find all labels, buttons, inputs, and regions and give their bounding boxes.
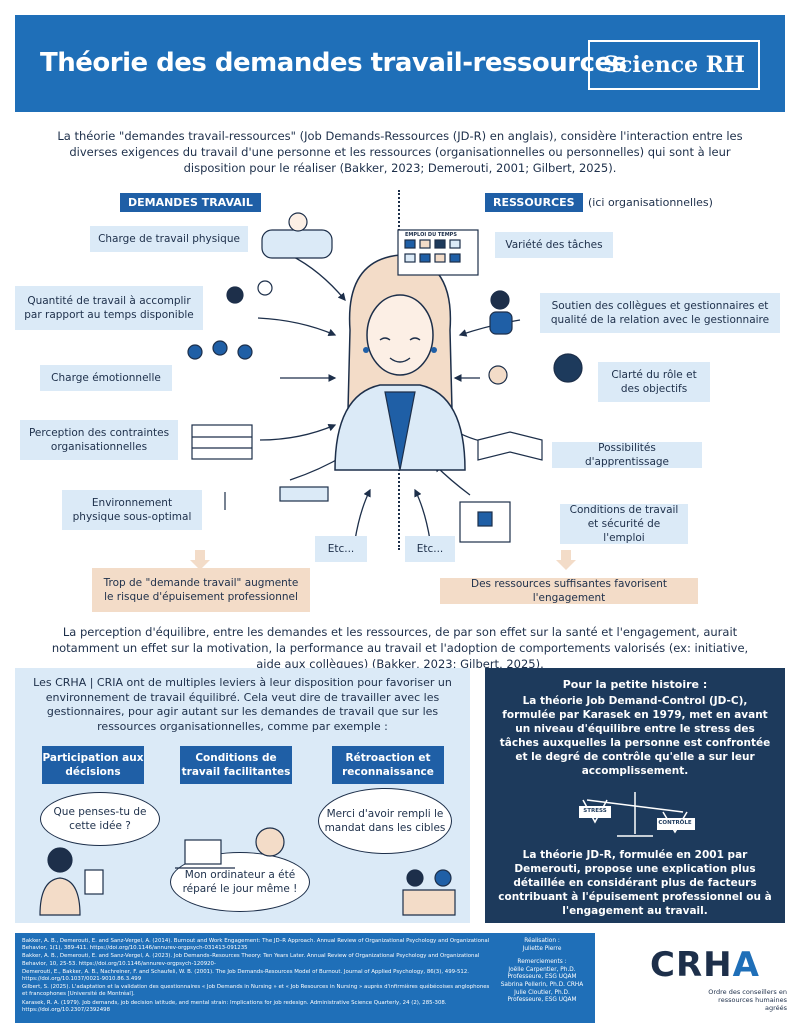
lever-feedback-title: Rétroaction et reconnaissance xyxy=(332,746,444,784)
footer-banner xyxy=(15,933,595,1023)
lever-participation-bubble: Que penses-tu de cette idée ? xyxy=(40,792,160,846)
brand-badge: Science RH xyxy=(588,40,760,90)
reference-item: Karasek, R. A. (1979). Job demands, job … xyxy=(22,999,447,1013)
demand-workload-time: Quantité de travail à accomplir par rapp… xyxy=(15,286,203,330)
credits-line: Joëlle Carpentier, Ph.D. xyxy=(508,966,576,973)
resource-task-variety: Variété des tâches xyxy=(495,232,613,258)
credits-label-thanks: Remerciements : xyxy=(517,959,567,966)
down-arrow-icon xyxy=(190,550,210,570)
resource-support: Soutien des collègues et gestionnaires e… xyxy=(540,293,780,333)
resource-role-clarity: Clarté du rôle et des objectifs xyxy=(598,362,710,402)
resources-title: RESSOURCES xyxy=(485,193,583,212)
resources-note: (ici organisationnelles) xyxy=(588,196,713,209)
reference-item: Bakker, A. B., Demerouti, E. and Sanz-Ve… xyxy=(22,938,490,952)
history-heading: Pour la petite histoire : xyxy=(562,678,708,691)
woman-illustration xyxy=(334,254,466,471)
page-title: Théorie des demandes travail-ressources xyxy=(40,48,627,78)
schedule-label: EMPLOI DU TEMPS xyxy=(405,232,457,238)
references-list: Bakker, A. B., Demerouti, E. and Sanz-Ve… xyxy=(22,938,490,1015)
resource-learning: Possibilités d'apprentissage xyxy=(552,442,702,468)
history-jdc-text: La théorie Job Demand-Control (JD-C), fo… xyxy=(499,695,771,777)
demands-title: DEMANDES TRAVAIL xyxy=(120,193,261,212)
resource-etc: Etc... xyxy=(405,536,455,562)
balance-text: La perception d'équilibre, entre les dem… xyxy=(51,625,749,671)
demand-props xyxy=(187,212,333,510)
demand-physical-environment: Environnement physique sous-optimal xyxy=(62,490,202,530)
levers-illustration xyxy=(39,827,456,916)
scale-control-label: CONTRÔLE xyxy=(658,820,692,826)
logo-accent: A xyxy=(732,945,760,985)
crha-logo: CRHA xyxy=(650,945,760,985)
credits-line: Professeure, ESG UQAM xyxy=(507,997,577,1004)
intro-text: La théorie "demandes travail-ressources"… xyxy=(57,129,743,175)
reference-item: Bakker, A. B., Demerouti, E. and Sanz-Ve… xyxy=(22,953,480,967)
credits-line: Sabrina Pellerin, Ph.D. CRHA xyxy=(500,981,584,988)
reference-item: Demerouti, E., Bakker, A. B., Nachreiner… xyxy=(22,968,470,983)
crha-logo-subtitle: Ordre des conseillers en ressources huma… xyxy=(708,988,787,1012)
credits-line: Professeure, ESG UQAM xyxy=(507,974,577,981)
demand-physical-load: Charge de travail physique xyxy=(90,226,248,252)
scale-stress-label: STRESS xyxy=(583,808,607,814)
lever-conditions-title: Conditions de travail facilitantes xyxy=(180,746,292,784)
resource-props xyxy=(397,229,583,543)
resource-job-security: Conditions de travail et sécurité de l'e… xyxy=(560,504,688,544)
lever-feedback-bubble: Merci d'avoir rempli le mandat dans les … xyxy=(318,788,452,854)
logo-text: CRH xyxy=(650,945,733,985)
reference-item: Gilbert, S. (2025). L'adaptation et la v… xyxy=(22,984,490,998)
levers-text: Les CRHA | CRIA ont de multiples leviers… xyxy=(33,676,452,733)
credits-author: Juliette Pierre xyxy=(522,945,562,952)
down-arrow-icon xyxy=(556,550,576,570)
demand-org-constraints: Perception des contraintes organisationn… xyxy=(20,420,178,460)
demand-emotional-load: Charge émotionnelle xyxy=(40,365,172,391)
balance-scale-icon xyxy=(579,792,695,837)
credits-label-realisation: Réalisation : xyxy=(524,938,560,944)
header-banner xyxy=(15,15,785,112)
credits: Réalisation : Juliette Pierre Remercieme… xyxy=(488,938,596,1005)
demand-etc: Etc... xyxy=(315,536,367,562)
lever-participation-title: Participation aux décisions xyxy=(42,746,144,784)
demands-result: Trop de "demande travail" augmente le ri… xyxy=(92,568,310,612)
center-illustration xyxy=(187,212,583,543)
credits-line: Julie Cloutier, Ph.D. xyxy=(514,989,570,996)
history-jdr-text: La théorie JD-R, formulée en 2001 par De… xyxy=(498,849,772,917)
resources-result: Des ressources suffisantes favorisent l'… xyxy=(440,578,698,604)
